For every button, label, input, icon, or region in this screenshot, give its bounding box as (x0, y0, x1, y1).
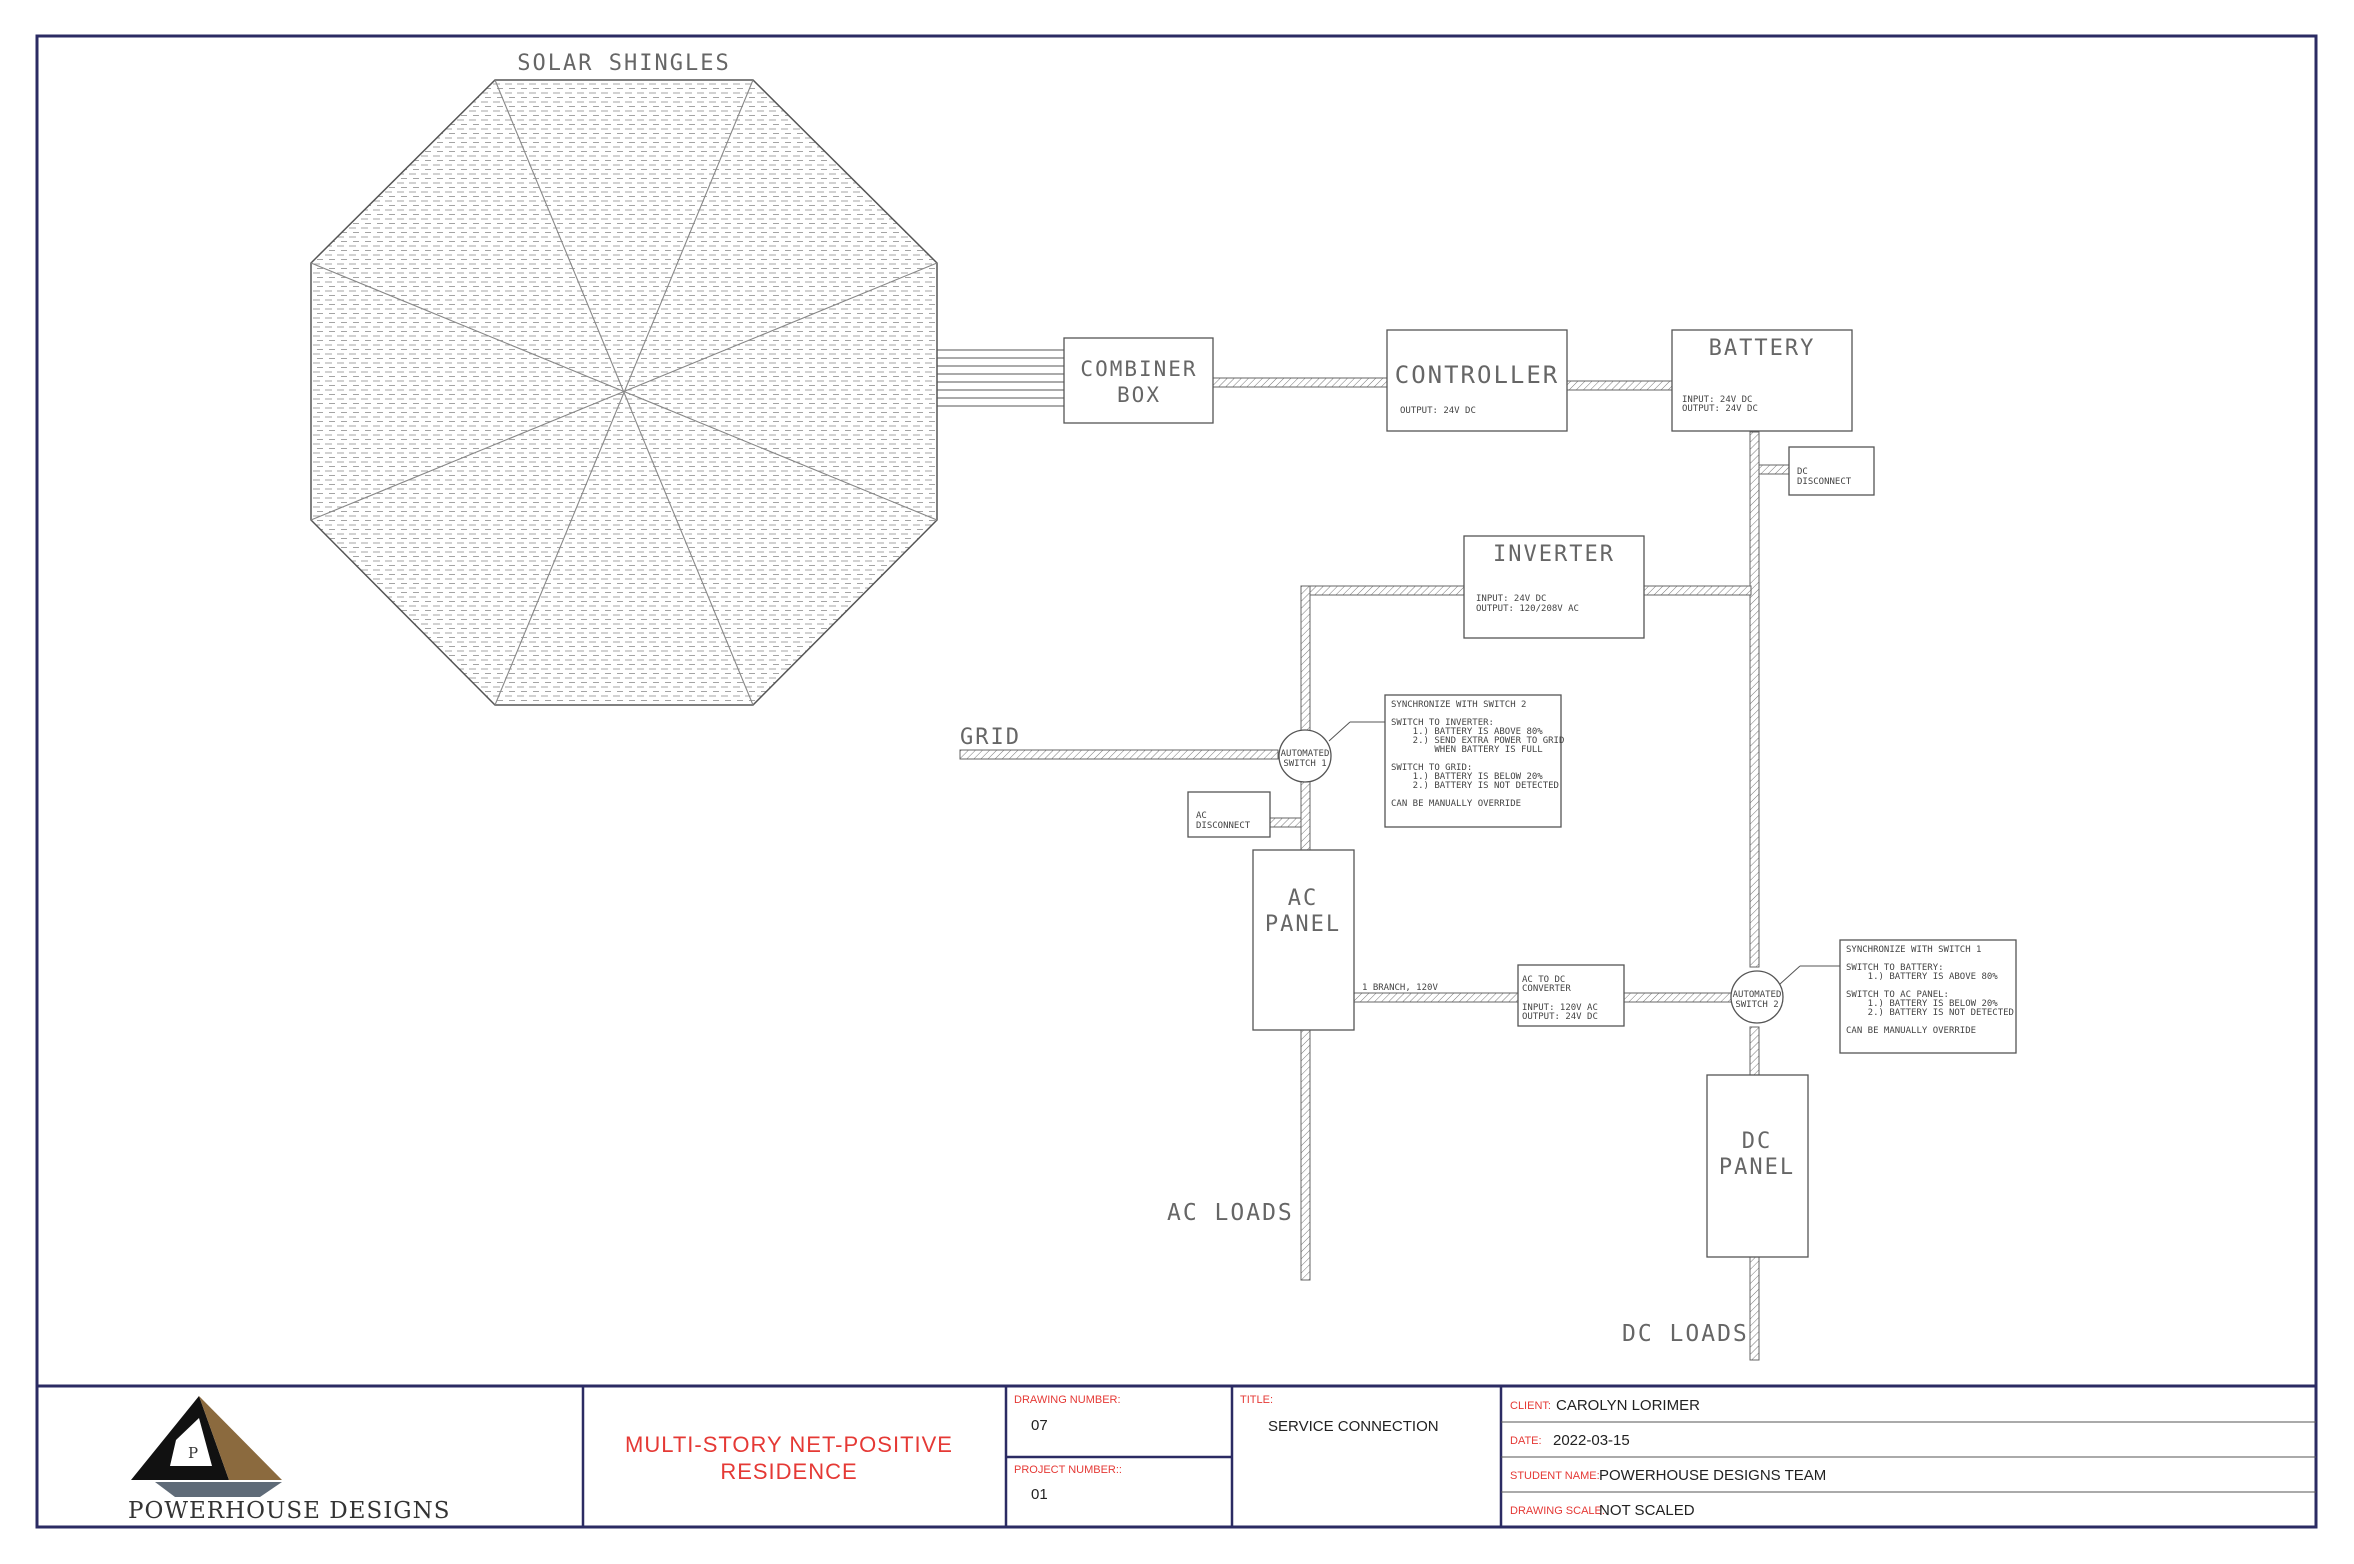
switch1-note-line: SWITCH TO INVERTER: (1391, 718, 1494, 728)
drawing-title-value: SERVICE CONNECTION (1268, 1418, 1439, 1435)
project-name-line-2: RESIDENCE (720, 1459, 857, 1484)
converter-spec-input: INPUT: 120V AC (1522, 1003, 1598, 1013)
switch1-note: SYNCHRONIZE WITH SWITCH 2 SWITCH TO INVE… (1384, 694, 1570, 828)
switch1-note-line: SYNCHRONIZE WITH SWITCH 2 (1391, 700, 1526, 710)
client-label: CLIENT: (1510, 1400, 1551, 1412)
ac-panel-box: AC PANEL (1252, 849, 1355, 1031)
switch1-note-line: 2.) SEND EXTRA POWER TO GRID (1391, 736, 1564, 746)
combiner-box-label-1: COMBINER (1080, 357, 1197, 381)
client-value: CAROLYN LORIMER (1556, 1397, 1700, 1414)
switch2-note-line: SWITCH TO BATTERY: (1846, 963, 1944, 973)
converter-spec-output: OUTPUT: 24V DC (1522, 1012, 1598, 1022)
ac-panel-label-1: AC (1288, 886, 1319, 911)
switch1-note-line: SWITCH TO GRID: (1391, 763, 1472, 773)
battery-box: BATTERY INPUT: 24V DC OUTPUT: 24V DC (1671, 329, 1853, 432)
inverter-label: INVERTER (1493, 542, 1615, 567)
scale-label: DRAWING SCALE: (1510, 1505, 1605, 1517)
converter-label-1: AC TO DC (1522, 975, 1565, 985)
automated-switch-2: AUTOMATED SWITCH 2 (1730, 965, 1840, 1024)
switch1-note-line: 1.) BATTERY IS ABOVE 80% (1391, 727, 1543, 737)
battery-spec-input: INPUT: 24V DC (1682, 395, 1752, 405)
switch1-label-2: SWITCH 1 (1283, 759, 1326, 769)
dc-panel-label-2: PANEL (1719, 1155, 1795, 1180)
switch2-note-line: 1.) BATTERY IS ABOVE 80% (1846, 972, 1998, 982)
date-value: 2022-03-15 (1553, 1432, 1630, 1449)
wiring (959, 377, 1790, 1361)
svg-text:SYNCHRONIZE WITH SWITCH 2: SYNCHRONIZE WITH SWITCH 2 SWITCH TO INVE… (1391, 700, 1570, 809)
combiner-box-label-2: BOX (1117, 383, 1161, 407)
switch1-note-line: CAN BE MANUALLY OVERRIDE (1391, 799, 1521, 809)
company-name: POWERHOUSE DESIGNS (128, 1498, 451, 1524)
dc-disconnect-label-1: DC (1797, 467, 1808, 477)
inverter-spec-input: INPUT: 24V DC (1476, 594, 1546, 604)
switch2-label-1: AUTOMATED (1733, 990, 1782, 1000)
ac-disconnect-label-2: DISCONNECT (1196, 821, 1251, 831)
controller-spec: OUTPUT: 24V DC (1400, 406, 1476, 416)
switch1-label-1: AUTOMATED (1281, 749, 1330, 759)
logo-letter: P (188, 1444, 198, 1462)
student-label: STUDENT NAME: (1510, 1470, 1600, 1482)
solar-feeder-wires (937, 349, 1064, 407)
battery-label: BATTERY (1709, 336, 1816, 361)
switch2-note-line: 2.) BATTERY IS NOT DETECTED (1846, 1008, 2014, 1018)
switch2-note: SYNCHRONIZE WITH SWITCH 1 SWITCH TO BATT… (1839, 939, 2019, 1054)
controller-label: CONTROLLER (1395, 361, 1560, 389)
switch2-note-line: CAN BE MANUALLY OVERRIDE (1846, 1026, 1976, 1036)
dc-panel-box: DC PANEL (1706, 1074, 1809, 1258)
solar-shingles-array (310, 79, 938, 706)
scale-value: NOT SCALED (1599, 1502, 1695, 1519)
switch2-note-line: 1.) BATTERY IS BELOW 20% (1846, 999, 1998, 1009)
solar-shingles-label: SOLAR SHINGLES (517, 51, 730, 76)
battery-spec-output: OUTPUT: 24V DC (1682, 404, 1758, 414)
student-value: POWERHOUSE DESIGNS TEAM (1599, 1467, 1826, 1484)
switch1-note-line: WHEN BATTERY IS FULL (1391, 745, 1543, 755)
dc-loads-label: DC LOADS (1622, 1321, 1749, 1347)
switch1-note-line: 1.) BATTERY IS BELOW 20% (1391, 772, 1543, 782)
automated-switch-1: AUTOMATED SWITCH 1 (1278, 721, 1385, 783)
project-name-line-1: MULTI-STORY NET-POSITIVE (625, 1432, 953, 1457)
switch2-note-line: SYNCHRONIZE WITH SWITCH 1 (1846, 945, 1981, 955)
ac-disconnect-box: AC DISCONNECT (1187, 791, 1271, 838)
grid-label: GRID (960, 725, 1021, 750)
switch2-label-2: SWITCH 2 (1735, 1000, 1778, 1010)
controller-box: CONTROLLER OUTPUT: 24V DC (1386, 329, 1568, 432)
svg-text:SYNCHRONIZE WITH SWITCH 1: SYNCHRONIZE WITH SWITCH 1 SWITCH TO BATT… (1846, 945, 2019, 1036)
title-label: TITLE: (1240, 1394, 1273, 1406)
inverter-box: INVERTER INPUT: 24V DC OUTPUT: 120/208V … (1463, 535, 1645, 639)
switch1-note-line: 2.) BATTERY IS NOT DETECTED (1391, 781, 1559, 791)
date-label: DATE: (1510, 1435, 1542, 1447)
ac-disconnect-label-1: AC (1196, 811, 1207, 821)
drawing-number-label: DRAWING NUMBER: (1014, 1394, 1121, 1406)
title-block: P POWERHOUSE DESIGNS MULTI-STORY NET-POS… (128, 1386, 2316, 1527)
branch-label: 1 BRANCH, 120V (1362, 983, 1438, 993)
ac-panel-label-2: PANEL (1265, 912, 1341, 937)
dc-disconnect-label-2: DISCONNECT (1797, 477, 1852, 487)
drawing-number-value: 07 (1031, 1417, 1048, 1434)
project-number-label: PROJECT NUMBER:: (1014, 1464, 1122, 1476)
sheet-border (35, 34, 2318, 1529)
ac-loads-label: AC LOADS (1167, 1200, 1294, 1226)
project-number-value: 01 (1031, 1486, 1048, 1503)
dc-disconnect-box: DC DISCONNECT (1788, 446, 1875, 496)
inverter-spec-output: OUTPUT: 120/208V AC (1476, 604, 1579, 614)
converter-label-2: CONVERTER (1522, 984, 1571, 994)
powerhouse-logo: P (131, 1396, 282, 1497)
dc-panel-label-1: DC (1742, 1129, 1773, 1154)
combiner-box: COMBINER BOX (1063, 337, 1214, 424)
ac-dc-converter-box: AC TO DC CONVERTER INPUT: 120V AC OUTPUT… (1517, 964, 1625, 1027)
switch2-note-line: SWITCH TO AC PANEL: (1846, 990, 1949, 1000)
